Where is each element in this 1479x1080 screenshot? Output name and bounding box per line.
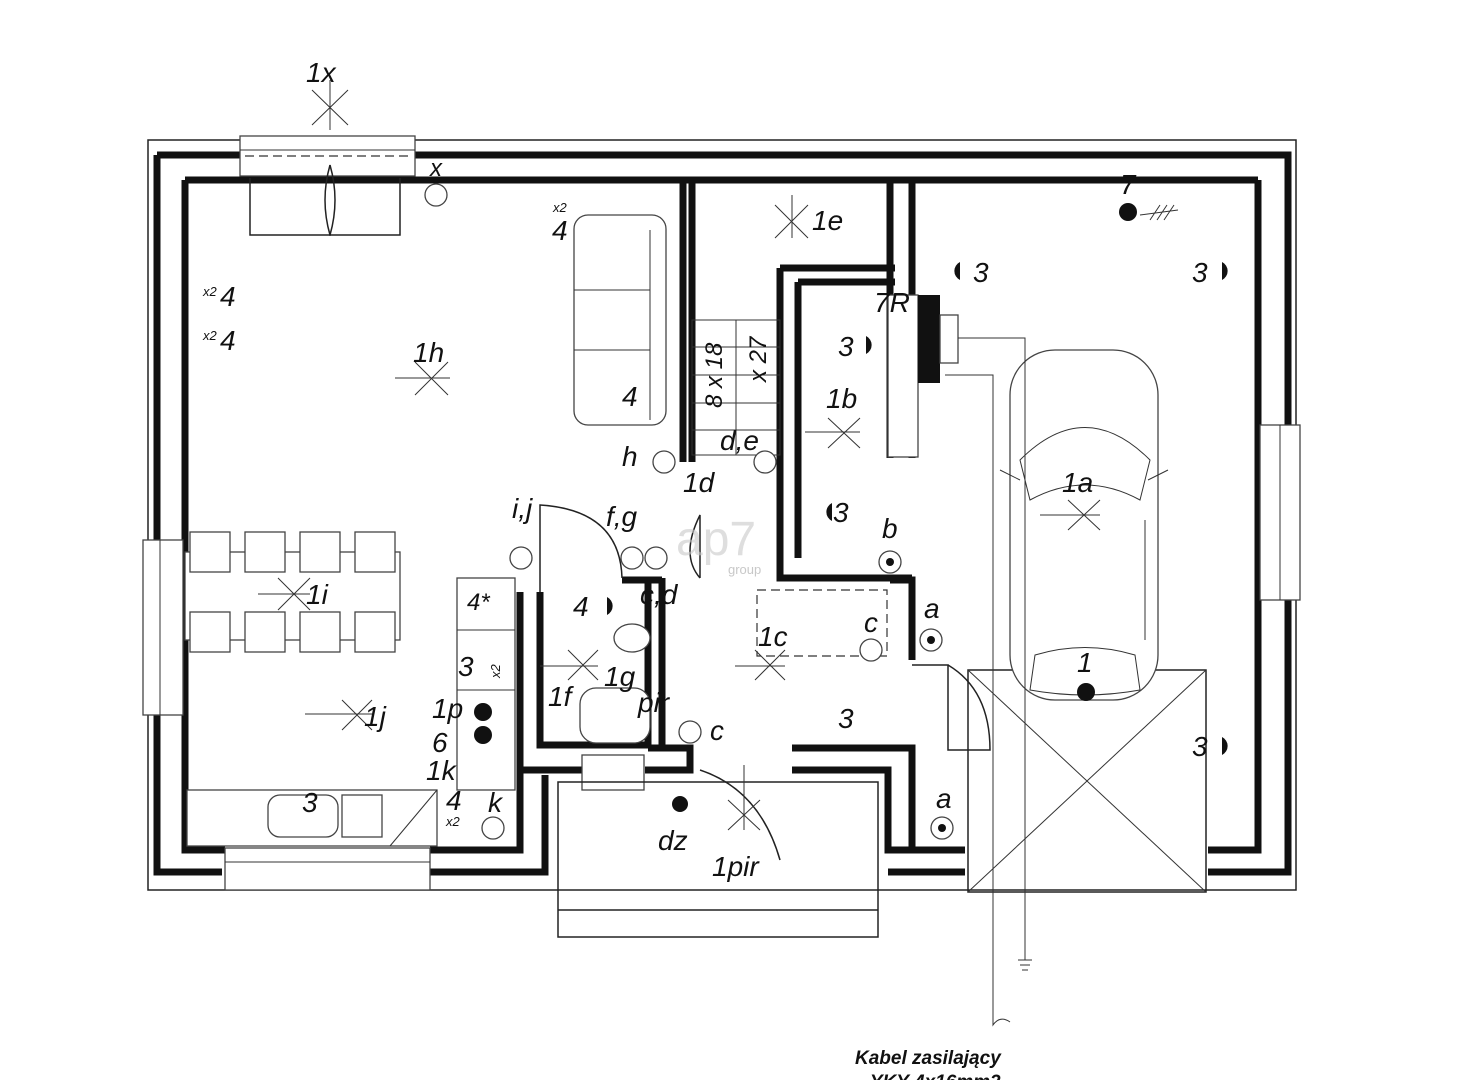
label-de: d,e: [720, 425, 759, 456]
label-1h: 1h: [413, 337, 444, 368]
label-1g: 1g: [604, 661, 636, 692]
label-1j: 1j: [364, 701, 387, 732]
label-a-2: a: [936, 783, 952, 814]
sockets-switches: [424, 183, 1228, 840]
label-4-sofa: 4: [552, 215, 568, 246]
label-pir: pir: [637, 687, 671, 718]
label-cable: Kabel zasilający: [855, 1048, 1002, 1069]
label-1p: 1p: [432, 693, 463, 724]
label-x2-kitchen: x2: [488, 664, 503, 680]
stairs: [691, 319, 781, 456]
label-k: k: [488, 787, 504, 818]
label-6: 6: [432, 727, 448, 758]
label-dz: dz: [658, 825, 688, 856]
label-3-boiler: 3: [838, 331, 854, 362]
doors: [249, 164, 991, 861]
label-x2-b: x2: [202, 328, 218, 343]
label-cable-spec: YKY 4x16mm2: [870, 1072, 1001, 1080]
label-x2-kitchen-2: x2: [445, 814, 461, 829]
label-1a: 1a: [1062, 467, 1093, 498]
label-stairs-a: 8 x 18: [701, 342, 728, 408]
label-3-garage-2: 3: [1192, 731, 1208, 762]
watermark-logo: ap7: [676, 513, 756, 566]
label-7: 7: [1120, 169, 1137, 200]
label-1e: 1e: [812, 205, 843, 236]
label-1i: 1i: [306, 579, 329, 610]
label-x: x: [429, 155, 443, 182]
windows: [142, 135, 1301, 891]
label-ij: i,j: [512, 493, 533, 524]
label-3-hall: 3: [973, 257, 989, 288]
label-stairs-b: x 27: [745, 335, 772, 383]
label-x2-a: x2: [202, 284, 218, 299]
label-1b: 1b: [826, 383, 857, 414]
label-4-kitchen: 4: [446, 785, 462, 816]
label-3-corridor: 3: [833, 497, 849, 528]
label-4-star: 4*: [467, 589, 490, 616]
label-1pir: 1pir: [712, 851, 760, 882]
label-1c: 1c: [758, 621, 788, 652]
label-3-garage: 3: [1192, 257, 1208, 288]
label-x2-sofa: x2: [552, 200, 568, 215]
label-cd: c,d: [640, 579, 679, 610]
label-1x: 1x: [306, 57, 337, 88]
furniture: [184, 214, 959, 847]
label-4-wc: 4: [573, 591, 589, 622]
label-c-2: c: [710, 715, 724, 746]
label-3-kitchen: 3: [458, 651, 474, 682]
label-c-1: c: [864, 607, 878, 638]
label-4-b: 4: [220, 325, 236, 356]
label-h: h: [622, 441, 638, 472]
labels: 1x x x2 4 4 4 x2 x2 1e 7 3 3 7R 3 1h 8 x…: [202, 57, 1208, 1080]
label-7r: 7R: [874, 287, 910, 318]
light-points: [258, 80, 1101, 831]
supply-cable: [945, 337, 1032, 1027]
label-1f: 1f: [548, 681, 575, 712]
label-3-sink: 3: [302, 787, 318, 818]
label-fg: f,g: [606, 501, 638, 532]
label-1d: 1d: [683, 467, 716, 498]
label-1: 1: [1077, 647, 1093, 678]
label-4-a: 4: [220, 281, 236, 312]
label-3-porch: 3: [838, 703, 854, 734]
label-b: b: [882, 513, 898, 544]
label-1k: 1k: [426, 755, 458, 786]
label-a-1: a: [924, 593, 940, 624]
label-4-stairs: 4: [622, 381, 638, 412]
watermark-sub: group: [728, 562, 761, 577]
